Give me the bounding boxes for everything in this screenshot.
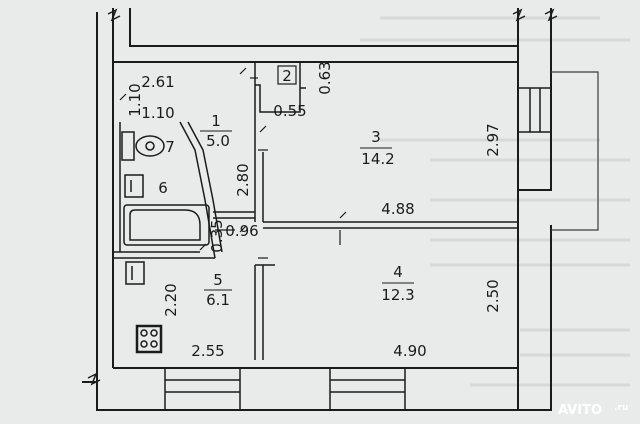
dim-4-88: 4.88 (381, 200, 414, 218)
interior-walls (113, 62, 518, 360)
svg-text:4: 4 (393, 263, 403, 281)
stove-fixture (135, 324, 163, 354)
dim-0-96: 0.96 (225, 222, 258, 240)
room-label-4: 4 12.3 (381, 263, 414, 304)
window-right (518, 87, 551, 133)
dim-0-55: 0.55 (273, 102, 306, 120)
kitchen-sink-fixture (125, 261, 145, 285)
dim-0-35: 0.35 (208, 219, 226, 252)
room-label-2: 2 (277, 65, 297, 85)
room-label-7: 7 (165, 138, 175, 156)
exterior-walls (82, 8, 552, 411)
dim-2-97: 2.97 (484, 123, 502, 156)
window-bottom-right (329, 368, 406, 410)
dimension-ticks (119, 67, 347, 259)
svg-text:5.0: 5.0 (206, 132, 230, 150)
svg-text:AVITO: AVITO (558, 403, 602, 418)
dim-1-10-vertical: 1.10 (126, 83, 144, 116)
svg-text:5: 5 (213, 271, 223, 289)
svg-text:7: 7 (165, 138, 175, 156)
svg-text:14.2: 14.2 (361, 150, 394, 168)
room-label-1: 1 5.0 (200, 112, 232, 150)
bathtub-fixture (123, 204, 210, 246)
svg-text:.ru: .ru (614, 403, 628, 413)
dim-2-80: 2.80 (234, 163, 252, 196)
dim-2-50: 2.50 (484, 279, 502, 312)
svg-text:6: 6 (158, 179, 168, 197)
dim-0-63: 0.63 (316, 61, 334, 94)
room-label-6: 6 (158, 179, 168, 197)
sink-fixture (124, 174, 144, 198)
wall-break-marks (87, 8, 558, 386)
svg-text:6.1: 6.1 (206, 291, 230, 309)
toilet-fixture (121, 131, 165, 161)
window-bottom-left (164, 368, 241, 410)
svg-text:3: 3 (371, 128, 381, 146)
room-label-3: 3 14.2 (360, 128, 395, 168)
dim-4-90: 4.90 (393, 342, 426, 360)
dim-2-20: 2.20 (162, 283, 180, 316)
dim-2-61: 2.61 (141, 73, 174, 91)
dim-1-10: 1.10 (141, 104, 174, 122)
dim-2-55: 2.55 (191, 342, 224, 360)
room-label-5: 5 6.1 (204, 271, 232, 309)
balcony-outline (551, 71, 599, 231)
svg-text:1: 1 (211, 112, 221, 130)
avito-watermark: AVITO .ru (558, 403, 628, 418)
svg-text:12.3: 12.3 (381, 286, 414, 304)
svg-text:2: 2 (282, 67, 292, 85)
background-print (360, 16, 630, 387)
